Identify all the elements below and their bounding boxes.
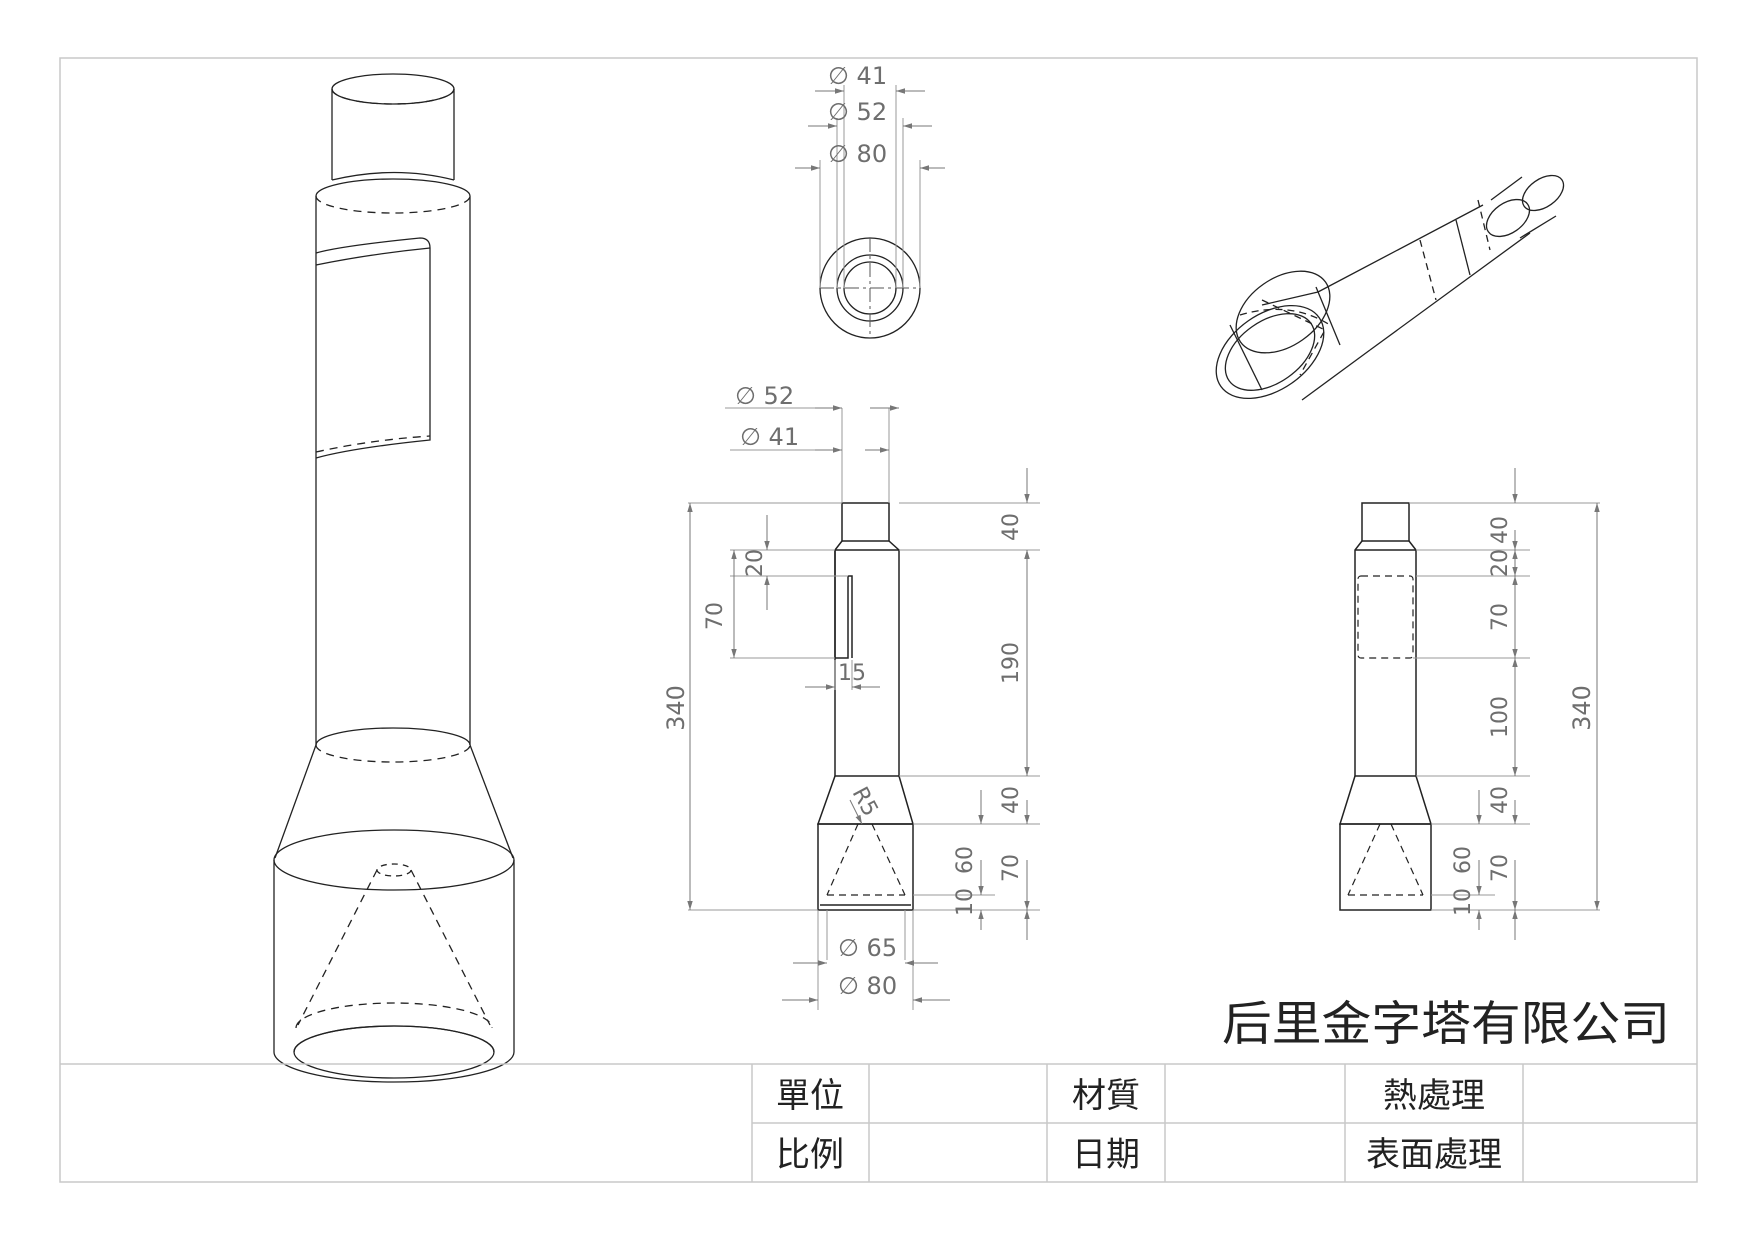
top-d52-label: 52 [857, 98, 888, 126]
svg-text:∅ 52: ∅ 52 [828, 98, 887, 126]
front-shaft-length-label: 190 [999, 642, 1024, 684]
side-cone-length-label: 40 [1488, 786, 1513, 814]
side-shaft-length-label: 100 [1488, 696, 1513, 738]
svg-text:∅ 41: ∅ 41 [740, 423, 799, 451]
unit-label: 單位 [776, 1076, 844, 1116]
front-view: ∅ 52 ∅ 41 340 20 70 15 40 190 40 70 60 1… [662, 382, 1040, 1010]
svg-text:∅ 80: ∅ 80 [828, 140, 887, 168]
svg-text:∅ 80: ∅ 80 [838, 972, 897, 1000]
svg-text:∅ 41: ∅ 41 [828, 62, 887, 90]
front-d65-label: 65 [867, 934, 898, 962]
side-top-length-label: 40 [1488, 516, 1513, 544]
heat-treatment-label: 熱處理 [1383, 1076, 1485, 1116]
isometric-view-small [1215, 174, 1565, 401]
svg-text:∅ 65: ∅ 65 [838, 934, 897, 962]
front-slot-offset-label: 20 [743, 549, 768, 577]
front-cone-length-label: 40 [999, 786, 1024, 814]
front-radius-label: R5 [847, 783, 883, 821]
front-d52-label: 52 [764, 382, 795, 410]
side-inner-cone-label: 60 [1451, 846, 1476, 874]
front-d41-label: 41 [769, 423, 800, 451]
title-block: 單位 材質 熱處理 比例 日期 表面處理 [60, 1063, 1697, 1182]
top-view: ∅ 41 ∅ 52 ∅ 80 [795, 62, 945, 339]
front-slot-length-label: 70 [703, 602, 728, 630]
isometric-view-large [273, 73, 515, 1083]
front-slot-depth-label: 15 [838, 661, 866, 686]
side-slot-length-label: 70 [1488, 603, 1513, 631]
side-overall-label: 340 [1568, 685, 1596, 731]
svg-text:∅ 52: ∅ 52 [735, 382, 794, 410]
front-d80-label: 80 [867, 972, 898, 1000]
top-d41-label: 41 [857, 62, 888, 90]
top-d80-label: 80 [857, 140, 888, 168]
sheet-border [59, 57, 1698, 1183]
scale-label: 比例 [776, 1135, 844, 1175]
front-inner-cone-label: 60 [953, 846, 978, 874]
front-base-length-label: 70 [999, 854, 1024, 882]
material-label: 材質 [1072, 1076, 1140, 1116]
surface-treatment-label: 表面處理 [1366, 1135, 1502, 1175]
company-name: 后里金字塔有限公司 [1222, 997, 1670, 1052]
front-base-bottom-label: 10 [953, 888, 978, 916]
side-d20-label: 20 [1488, 549, 1513, 577]
side-base-length-label: 70 [1488, 854, 1513, 882]
front-overall-label: 340 [662, 685, 690, 731]
side-base-bottom-label: 10 [1451, 888, 1476, 916]
side-view: 40 20 70 100 40 70 60 10 340 [1338, 468, 1600, 940]
date-label: 日期 [1072, 1135, 1140, 1175]
front-top-length-label: 40 [999, 513, 1024, 541]
